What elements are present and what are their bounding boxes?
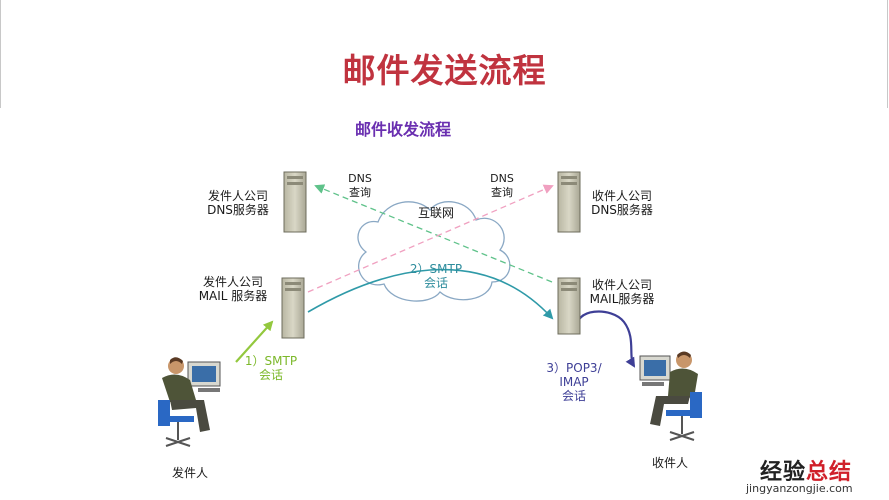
diagram-subtitle: 邮件收发流程 [355, 120, 452, 139]
internet-label: 互联网 [417, 206, 454, 220]
sender-mail-server-icon [281, 277, 305, 339]
slide-edge-right [887, 0, 888, 108]
page-title: 邮件发送流程 [342, 51, 547, 90]
dns-query-arrow-right [307, 184, 554, 293]
sender-person-icon [158, 357, 221, 447]
slide-edge-left [0, 0, 1, 108]
recipient-dns-server-icon [557, 171, 581, 233]
smtp1-arrow [235, 320, 274, 363]
sender-dns-server-icon [283, 171, 307, 233]
recipient-mail-server-icon [557, 277, 581, 335]
watermark-logo: 经验总结 [760, 460, 853, 485]
recipient-person-icon [639, 351, 702, 441]
recipient-label: 收件人 [651, 456, 688, 470]
dns-query-arrow-left [314, 184, 553, 283]
pop3-arrow [576, 310, 636, 368]
sender-label: 发件人 [171, 466, 208, 480]
internet-cloud-icon [357, 201, 511, 302]
smtp2-arrow [307, 268, 554, 320]
watermark-url: jingyanzongjie.com [746, 482, 853, 495]
